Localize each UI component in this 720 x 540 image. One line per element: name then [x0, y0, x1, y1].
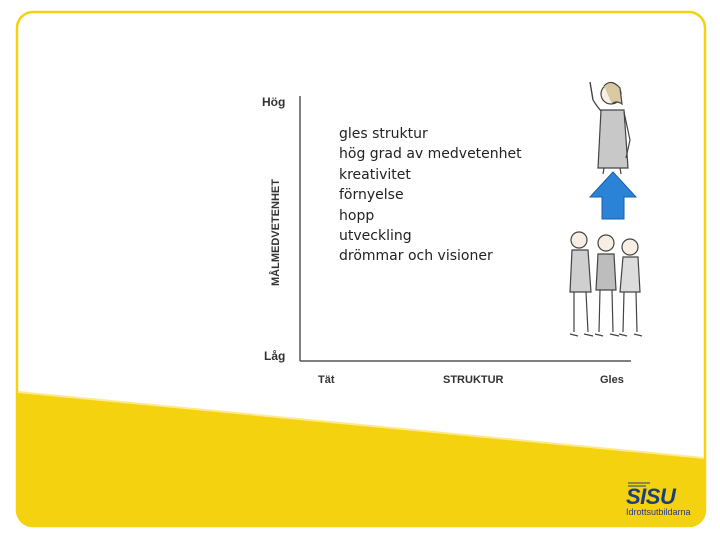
- footer-band: [18, 392, 704, 526]
- x-axis-title: STRUKTUR: [443, 374, 504, 386]
- person-pointing-icon: [589, 81, 631, 175]
- up-arrow-icon: [588, 171, 638, 220]
- x-right-label: Gles: [600, 374, 624, 386]
- y-axis-title: MÅLMEDVETENHET: [269, 179, 282, 286]
- x-left-label: Tät: [318, 374, 335, 386]
- footer-highlight: [17, 391, 705, 459]
- list-item: förnyelse: [339, 187, 404, 204]
- list-item: drömmar och visioner: [339, 248, 493, 265]
- sisu-logo-mark: [628, 482, 650, 487]
- list-item: gles struktur: [339, 126, 428, 142]
- y-top-label: Hög: [262, 95, 285, 109]
- list-item: hopp: [339, 207, 375, 224]
- people-group-icon: [569, 231, 643, 337]
- list-item: utveckling: [339, 228, 412, 245]
- characteristics-list: gles struktur hög grad av medvetenhet kr…: [339, 124, 522, 267]
- y-bottom-label: Låg: [264, 349, 285, 363]
- list-item: hög grad av medvetenhet: [339, 146, 522, 163]
- logo-name: SISU: [626, 484, 676, 509]
- list-item: kreativitet: [339, 166, 411, 183]
- logo-subtitle: Idrottsutbildarna: [626, 507, 691, 517]
